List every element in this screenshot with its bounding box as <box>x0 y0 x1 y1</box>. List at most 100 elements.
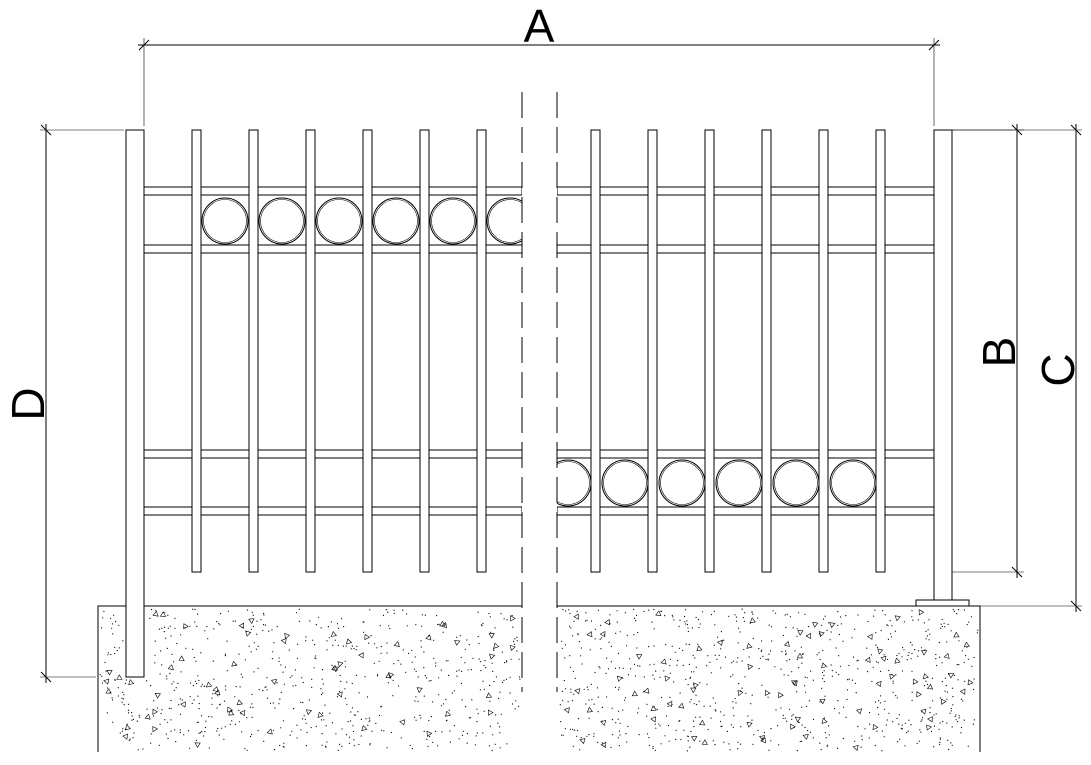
stipple-dot <box>821 687 823 689</box>
stipple-dot <box>616 610 618 612</box>
stipple-dot <box>296 737 298 739</box>
decorative-ring <box>429 197 477 245</box>
stipple-dot <box>637 712 639 714</box>
stipple-dot <box>494 743 496 745</box>
picket <box>419 129 430 573</box>
stipple-dot <box>804 685 806 687</box>
stipple-dot <box>121 697 123 699</box>
stipple-dot <box>268 630 270 632</box>
picket <box>818 129 829 573</box>
stipple-dot <box>785 626 787 629</box>
stipple-dot <box>617 718 619 720</box>
stipple-dot <box>318 616 320 618</box>
stipple-dot <box>697 619 700 621</box>
stipple-dot <box>673 619 675 621</box>
stipple-dot <box>280 664 282 666</box>
stipple-dot <box>838 655 840 657</box>
aggregate-triangle <box>336 691 343 698</box>
stipple-dot <box>331 722 334 724</box>
stipple-dot <box>619 631 621 633</box>
stipple-dot <box>139 716 141 718</box>
stipple-dot <box>837 747 839 750</box>
stipple-dot <box>583 688 585 690</box>
stipple-dot <box>263 612 265 615</box>
stipple-dot <box>593 735 595 737</box>
stipple-dot <box>785 650 787 652</box>
stipple-dot <box>851 637 853 639</box>
stipple-dot <box>625 733 627 735</box>
stipple-dot <box>149 617 151 620</box>
aggregate-triangle <box>194 742 201 748</box>
stipple-dot <box>195 660 197 662</box>
picket <box>647 129 658 573</box>
stipple-dot <box>689 746 691 748</box>
aggregate-triangle <box>154 692 161 699</box>
stipple-dot <box>165 637 167 639</box>
stipple-dot <box>505 678 507 680</box>
stipple-dot <box>761 640 763 642</box>
stipple-dot <box>445 720 448 722</box>
stipple-dot <box>925 630 927 633</box>
stipple-dot <box>104 661 106 664</box>
stipple-dot <box>223 738 225 740</box>
stipple-dot <box>643 676 645 678</box>
stipple-dot <box>476 708 478 710</box>
stipple-dot <box>678 720 680 723</box>
stipple-dot <box>114 679 116 682</box>
stipple-dot <box>759 657 762 659</box>
stipple-dot <box>831 669 833 672</box>
aggregate-triangle <box>509 644 516 651</box>
stipple-dot <box>812 718 815 721</box>
stipple-dot <box>269 702 272 704</box>
stipple-dot <box>798 667 800 669</box>
stipple-dot <box>358 743 360 746</box>
stipple-dot <box>751 719 753 721</box>
stipple-dot <box>328 637 330 639</box>
stipple-dot <box>204 630 206 632</box>
stipple-dot <box>495 714 497 716</box>
stipple-dot <box>203 735 205 737</box>
stipple-dot <box>822 649 824 652</box>
stipple-dot <box>792 627 794 629</box>
stipple-dot <box>499 691 501 693</box>
stipple-dot <box>341 745 343 748</box>
stipple-dot <box>747 715 749 717</box>
picket <box>875 129 886 573</box>
stipple-dot <box>216 707 218 709</box>
stipple-dot <box>362 621 364 623</box>
stipple-dot <box>939 741 941 744</box>
stipple-dot <box>474 744 476 746</box>
aggregate-triangle <box>916 691 922 698</box>
stipple-dot <box>241 676 244 678</box>
stipple-dot <box>257 730 259 732</box>
stipple-dot <box>377 674 379 676</box>
stipple-dot <box>121 701 123 703</box>
stipple-dot <box>572 728 574 731</box>
aggregate-triangle <box>698 719 706 726</box>
stipple-dot <box>306 731 308 734</box>
stipple-dot <box>501 651 503 653</box>
stipple-dot <box>637 631 639 634</box>
stipple-dot <box>593 703 595 705</box>
stipple-dot <box>488 745 490 747</box>
stipple-dot <box>796 750 799 752</box>
stipple-dot <box>857 725 859 728</box>
stipple-dot <box>684 621 686 623</box>
stipple-dot <box>424 614 426 616</box>
stipple-dot <box>618 687 620 689</box>
stipple-dot <box>196 721 198 723</box>
stipple-dot <box>594 638 596 640</box>
stipple-dot <box>110 617 112 619</box>
stipple-dot <box>842 640 844 642</box>
stipple-dot <box>167 721 169 723</box>
stipple-dot <box>596 687 599 689</box>
stipple-dot <box>344 666 346 668</box>
stipple-dot <box>688 663 690 666</box>
stipple-dot <box>218 623 220 625</box>
stipple-dot <box>709 705 711 707</box>
stipple-dot <box>732 674 734 676</box>
stipple-dot <box>118 647 120 649</box>
stipple-dot <box>560 721 562 723</box>
stipple-dot <box>693 726 695 728</box>
stipple-dot <box>964 680 966 682</box>
